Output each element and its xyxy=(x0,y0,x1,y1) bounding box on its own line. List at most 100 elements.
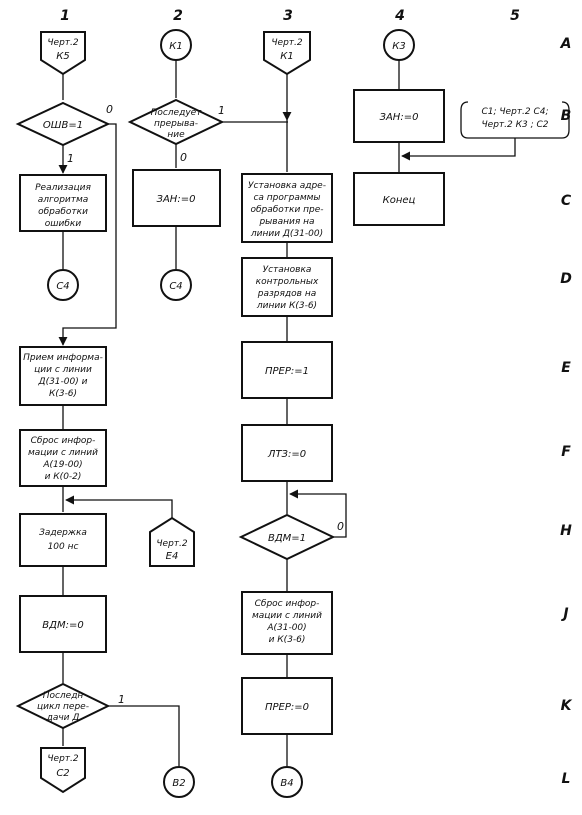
decision-last-cycle-line3: дачи Д xyxy=(46,713,80,723)
process-zan-reset-col4: ЗАН:=0 xyxy=(353,89,445,143)
row-letter-d: D xyxy=(560,271,572,287)
process-receive-line1: Прием информа- xyxy=(23,353,103,363)
row-letters: A B C D E F H J K L xyxy=(560,36,573,787)
process-reset-line2: мации с линий xyxy=(28,448,98,458)
row-letter-a: A xyxy=(560,36,572,52)
process-vdm-reset-label: ВДМ:=0 xyxy=(42,620,83,631)
process-delay: Задержка 100 нс xyxy=(19,513,107,567)
connector-k3-label: К3 xyxy=(392,41,405,52)
process-reset-lines-line4: и К(3-6) xyxy=(269,635,306,645)
decision-interrupt: Последует прерыва- ние xyxy=(127,98,225,146)
offpage-ref-k5: Черт.2 К5 xyxy=(40,31,86,76)
process-prer-reset-label: ПРЕР:=0 xyxy=(265,702,309,713)
column-3: Черт.2 К1 Установка адре- са программы о… xyxy=(238,31,347,798)
decision-interrupt-no-label: 0 xyxy=(180,151,187,164)
offpage-ref-k5-line2: К5 xyxy=(56,51,69,62)
process-error-line1: Реализация xyxy=(35,183,91,193)
offpage-ref-c2-line1: Черт.2 xyxy=(47,754,79,764)
process-prer-reset: ПРЕР:=0 xyxy=(241,677,333,735)
column-number-1: 1 xyxy=(60,8,70,24)
decision-last-cycle: Последн цикл пере- дачи Д xyxy=(15,682,111,730)
process-prer-set: ПРЕР:=1 xyxy=(241,341,333,399)
process-set-control-bits: Установка контрольных разрядов на линии … xyxy=(241,257,333,317)
process-delay-line1: Задержка xyxy=(39,528,87,538)
connector-b2: В2 xyxy=(163,766,195,798)
connector-c4-col1-label: С4 xyxy=(56,281,69,292)
decision-vdm-no-label: 0 xyxy=(337,520,344,533)
row-letter-f: F xyxy=(561,444,571,460)
process-reset-lines: Сброс инфор- мации с линий А(31-00) и К(… xyxy=(241,591,333,655)
decision-oshv-label: ОШВ=1 xyxy=(43,120,83,131)
process-reset-lines-line3: А(31-00) xyxy=(266,623,306,633)
process-set-control-line1: Установка xyxy=(263,265,312,275)
process-set-address: Установка адре- са программы обработки п… xyxy=(241,173,333,243)
row-letter-b: B xyxy=(561,108,572,124)
offpage-ref-k1-line1: Черт.2 xyxy=(271,38,303,48)
decision-interrupt-line2: прерыва- xyxy=(154,119,198,129)
connector-b4-label: В4 xyxy=(280,778,293,789)
process-ltz-reset: ЛТЗ:=0 xyxy=(241,424,333,482)
process-error-line4: ошибки xyxy=(45,219,82,229)
process-zan-reset-col2: ЗАН:=0 xyxy=(132,169,221,227)
process-set-address-line2: са программы xyxy=(253,193,320,203)
process-set-address-line4: рывания на xyxy=(258,217,314,227)
process-delay-line2: 100 нс xyxy=(48,542,79,552)
process-set-control-line2: контрольных xyxy=(256,277,319,287)
process-reset-lines-line2: мации с линий xyxy=(252,611,322,621)
terminal-end-label: Конец xyxy=(383,195,416,206)
process-set-address-line1: Установка адре- xyxy=(248,181,326,191)
process-zan-reset-col2-label: ЗАН:=0 xyxy=(157,194,196,205)
connector-c4-col2-label: С4 xyxy=(169,281,182,292)
offpage-ref-c2-line2: С2 xyxy=(56,768,69,779)
decision-last-cycle-line2: цикл пере- xyxy=(37,702,89,712)
connector-c4-col1: С4 xyxy=(47,269,79,301)
row-letter-l: L xyxy=(562,771,571,787)
column-4: К3 ЗАН:=0 Конец xyxy=(353,29,516,226)
connector-k1: К1 xyxy=(160,29,192,61)
connector-b4: В4 xyxy=(271,766,303,798)
process-receive-line3: Д(31-00) и xyxy=(38,377,88,387)
column-number-2: 2 xyxy=(173,8,183,24)
decision-interrupt-yes-label: 1 xyxy=(218,104,225,117)
row-letter-k: K xyxy=(561,698,573,714)
process-set-control-line4: линии К(3-6) xyxy=(256,301,317,311)
offpage-ref-c2: Черт.2 С2 xyxy=(40,747,86,794)
decision-oshv: ОШВ=1 xyxy=(15,101,111,147)
connector-k1-label: К1 xyxy=(169,41,182,52)
process-receive-line4: К(3-6) xyxy=(49,389,77,399)
column-number-3: 3 xyxy=(283,8,293,24)
decision-interrupt-line1: Последует xyxy=(151,108,203,118)
process-zan-reset-col4-label: ЗАН:=0 xyxy=(380,112,419,123)
offpage-ref-e4: Черт.2 Е4 xyxy=(149,516,195,567)
decision-interrupt-line3: ние xyxy=(167,130,185,140)
offpage-ref-e4-line2: Е4 xyxy=(166,551,179,562)
process-error-handling: Реализация алгоритма обработки ошибки xyxy=(19,174,107,232)
row-letter-j: J xyxy=(560,606,568,622)
offpage-ref-e4-line1: Черт.2 xyxy=(156,539,188,549)
process-reset-lines-line1: Сброс инфор- xyxy=(255,599,320,609)
process-receive-line2: ции с линии xyxy=(34,365,92,375)
offpage-ref-k1-line2: К1 xyxy=(280,51,293,62)
row-letter-e: E xyxy=(561,360,571,376)
note-line1: С1; Черт.2 С4; xyxy=(481,107,548,117)
row-letter-c: C xyxy=(561,193,572,209)
process-reset-info: Сброс инфор- мации с линий А(19-00) и К(… xyxy=(19,429,107,487)
process-prer-set-label: ПРЕР:=1 xyxy=(265,366,309,377)
decision-vdm: ВДМ=1 xyxy=(238,513,336,561)
column-5: С1; Черт.2 С4; Черт.2 К3 ; С2 xyxy=(460,101,570,139)
process-receive-info: Прием информа- ции с линии Д(31-00) и К(… xyxy=(19,346,107,406)
process-reset-line3: А(19-00) xyxy=(42,460,82,470)
terminal-end: Конец xyxy=(353,172,445,226)
connector-b2-label: В2 xyxy=(172,778,185,789)
process-reset-line1: Сброс инфор- xyxy=(31,436,96,446)
process-error-line2: алгоритма xyxy=(38,195,89,205)
column-headers: 1 2 3 4 5 xyxy=(60,8,520,24)
process-vdm-reset: ВДМ:=0 xyxy=(19,595,107,653)
decision-vdm-label: ВДМ=1 xyxy=(268,533,306,544)
process-set-address-line3: обработки пре- xyxy=(250,205,323,215)
decision-oshv-no-label: 0 xyxy=(106,103,113,116)
column-1: Черт.2 К5 ОШВ=1 0 1 Реализация алгоритма… xyxy=(15,31,195,798)
connector-k3: К3 xyxy=(383,29,415,61)
decision-last-cycle-line1: Последн xyxy=(43,691,84,701)
